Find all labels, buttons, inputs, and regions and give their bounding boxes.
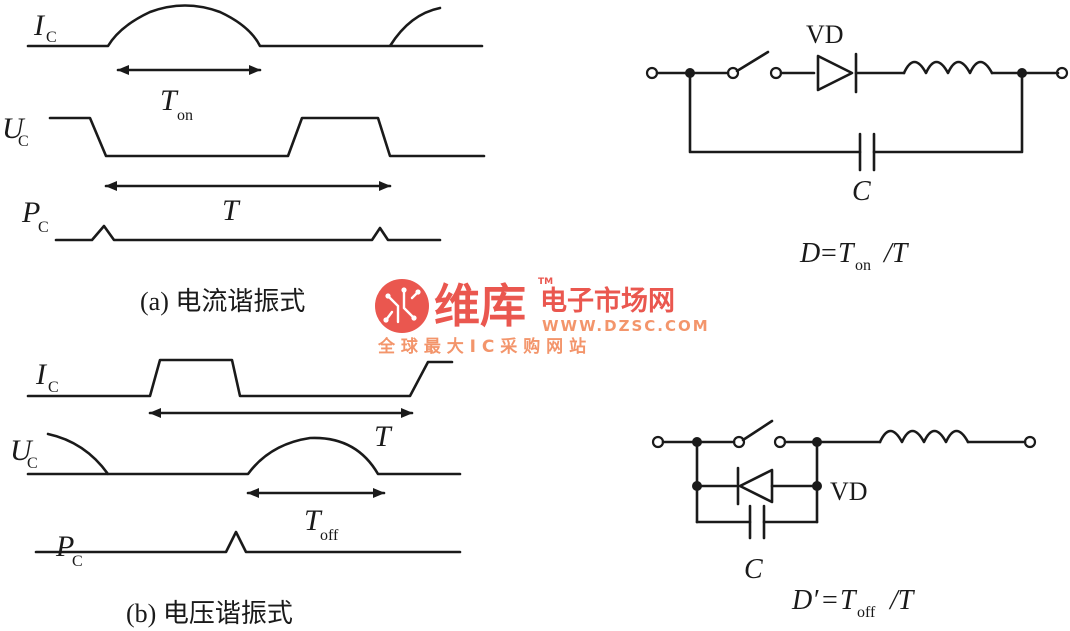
uc-sub-a: C: [18, 133, 29, 150]
watermark-url: WWW.DZSC.COM: [542, 317, 710, 335]
uc-waveform-b: [26, 432, 462, 476]
pc-waveform-b: [34, 530, 462, 554]
ic-sub-a: C: [46, 29, 57, 46]
cap-label-b: C: [744, 554, 763, 585]
switch-blade-a: [735, 50, 770, 73]
ic-waveform-a: [26, 4, 484, 48]
formula-t-a: T: [838, 238, 856, 269]
uc-label-a: U: [2, 112, 26, 145]
wire-a-return: [688, 71, 1024, 154]
circuit-logo-icon: [375, 279, 429, 333]
formula-eq-b: =: [822, 585, 838, 616]
pc-waveform-a: [54, 224, 442, 242]
uc-waveform-a: [48, 116, 486, 158]
watermark-tm: TM: [538, 277, 553, 287]
inductor-a: [902, 60, 994, 75]
terminal-left-b: [651, 435, 665, 449]
uc-label-b: U: [10, 434, 34, 467]
switch-contact-a: [726, 66, 740, 80]
terminal-left-a: [645, 66, 659, 80]
formula-div-b: /T: [888, 585, 916, 616]
circuit-current-resonant: VD C D = T on /T: [645, 20, 1069, 274]
pc-label-b: P: [55, 530, 74, 563]
diode-b: [736, 466, 774, 506]
toff-sub-b: off: [320, 527, 339, 544]
waveforms-current-resonant: I C T on U C T P C (a) 电流谐振式: [2, 4, 486, 316]
diode-label-b: VD: [830, 477, 868, 506]
formula-sub-b: off: [857, 604, 876, 621]
switch-blade-b: [741, 419, 774, 442]
switch-contact-b: [732, 435, 746, 449]
diode-a: [816, 52, 858, 94]
formula-div-a: /T: [882, 238, 910, 269]
uc-sub-b: C: [27, 455, 38, 472]
terminal-right-a: [1055, 66, 1069, 80]
terminal-right-b: [1023, 435, 1037, 449]
pc-sub-a: C: [38, 219, 49, 236]
caption-b: (b) 电压谐振式: [126, 599, 293, 628]
pc-sub-b: C: [72, 553, 83, 570]
watermark-site-name: 电子市场网: [540, 285, 675, 317]
ton-sub-a: on: [177, 107, 193, 124]
toff-label-b: T: [304, 504, 323, 537]
ic-sub-b: C: [48, 379, 59, 396]
pc-label-a: P: [21, 196, 40, 229]
switch-contact-b2: [773, 435, 787, 449]
inductor-b: [878, 429, 970, 444]
diode-label-a: VD: [806, 20, 844, 49]
ton-label-a: T: [160, 84, 179, 117]
formula-d-a: D: [799, 238, 820, 269]
waveforms-voltage-resonant: I C T U C T off P C (b) 电压谐振式: [10, 358, 462, 628]
watermark-brand: 维库: [434, 279, 526, 333]
ic-label-b: I: [35, 358, 48, 391]
formula-eq-a: =: [821, 238, 837, 269]
circuit-voltage-resonant: VD C D′ = T off /T: [651, 419, 1037, 621]
formula-t-b: T: [840, 585, 858, 616]
watermark-slogan: 全 球 最 大 I C 采 购 网 站: [377, 336, 586, 357]
ic-waveform-b: [26, 358, 454, 398]
caption-a: (a) 电流谐振式: [140, 287, 305, 316]
formula-sub-a: on: [855, 257, 871, 274]
switch-contact-a2: [769, 66, 783, 80]
formula-d-b: D′: [791, 585, 819, 616]
ic-label-a: I: [33, 9, 46, 42]
cap-label-a: C: [852, 176, 871, 207]
t-label-b: T: [374, 420, 393, 453]
watermark: 维库 TM 电子市场网 WWW.DZSC.COM 全 球 最 大 I C 采 购…: [375, 277, 710, 357]
t-label-a: T: [222, 194, 241, 227]
